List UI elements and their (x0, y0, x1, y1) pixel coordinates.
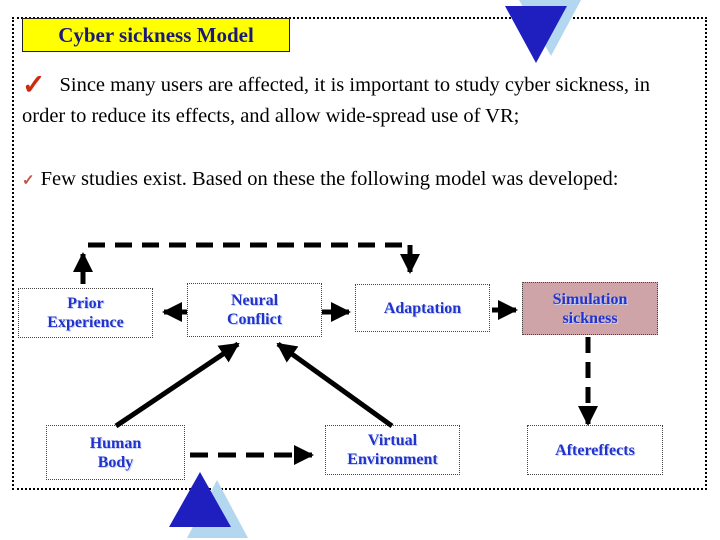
diagram-box-virtual-environment: Virtual Environment (325, 425, 460, 475)
bullet-paragraph-2: ✓ Few studies exist. Based on these the f… (22, 164, 622, 196)
diagram-box-aftereffects: Aftereffects (527, 425, 663, 475)
checkmark-icon: ✓ (22, 70, 46, 101)
page-title: Cyber sickness Model (22, 18, 290, 52)
diagram-box-label: Human Body (89, 434, 142, 471)
diagram-box-label: Aftereffects (555, 441, 635, 459)
diagram-box-simulation-sickness: Simulation sickness (522, 282, 658, 335)
diagram-box-prior-experience: Prior Experience (18, 288, 153, 338)
slide-dotted-border (12, 17, 707, 490)
diagram-box-neural-conflict: Neural Conflict (187, 283, 322, 337)
page-title-text: Cyber sickness Model (58, 22, 254, 47)
diagram-box-label: Virtual Environment (347, 432, 438, 468)
bullet-text: Few studies exist. Based on these the fo… (40, 168, 619, 190)
bullet-paragraph-1: ✓Since many users are affected, it is im… (22, 70, 690, 131)
diagram-box-label: Adaptation (383, 299, 462, 317)
diagram-box-label: Prior Experience (47, 295, 124, 331)
bullet-text: Since many users are affected, it is imp… (22, 74, 651, 127)
checkmark-icon: ✓ (22, 173, 35, 189)
diagram-box-label: Simulation sickness (552, 290, 628, 327)
diagram-box-label: Neural Conflict (226, 292, 283, 328)
diagram-box-adaptation: Adaptation (355, 284, 490, 332)
diagram-box-human-body: Human Body (46, 425, 185, 480)
